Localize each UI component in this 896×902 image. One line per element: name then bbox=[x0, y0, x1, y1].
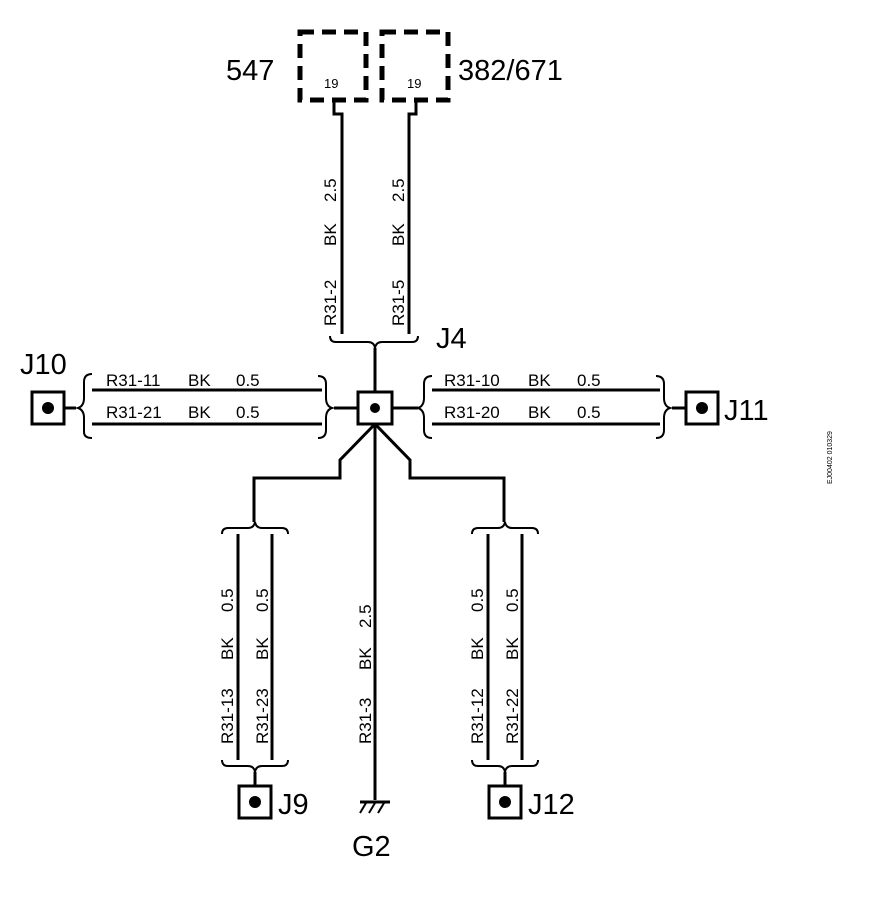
bl-1-circuit: R31-13 bbox=[218, 688, 237, 744]
junction-j9-dot bbox=[249, 796, 261, 808]
bundle-brace-left-outer bbox=[74, 373, 93, 439]
top-right-color: BK bbox=[389, 223, 408, 246]
splice-label: J4 bbox=[436, 323, 467, 355]
bl-2-size: 0.5 bbox=[253, 588, 272, 612]
bc-circuit: R31-3 bbox=[356, 698, 375, 744]
top-left-circuit: R31-2 bbox=[321, 280, 340, 326]
junction-j10-dot bbox=[42, 402, 54, 414]
bundle-brace-br-top bbox=[471, 521, 539, 535]
wire-top-right bbox=[407, 100, 418, 334]
wire-top-left bbox=[332, 100, 344, 334]
br-2-circuit: R31-22 bbox=[503, 688, 522, 744]
bc-size: 2.5 bbox=[356, 604, 375, 628]
connector-547-pin: 19 bbox=[324, 76, 338, 91]
bl-1-color: BK bbox=[218, 637, 237, 660]
junction-j11-box bbox=[684, 390, 720, 426]
bc-color: BK bbox=[356, 647, 375, 670]
ground-g2-label: G2 bbox=[352, 831, 391, 863]
bundle-brace-left-inner bbox=[317, 375, 336, 439]
bl-2-color: BK bbox=[253, 637, 272, 660]
wire-fan-right bbox=[373, 422, 506, 522]
bundle-brace-right-outer bbox=[655, 375, 674, 439]
right-2-size: 0.5 bbox=[577, 403, 601, 422]
connector-382-671-pin: 19 bbox=[407, 76, 421, 91]
junction-j11-label: J11 bbox=[724, 395, 769, 427]
br-1-circuit: R31-12 bbox=[468, 688, 487, 744]
bundle-brace-right-inner bbox=[414, 375, 433, 439]
wire-fan-left bbox=[252, 422, 377, 522]
top-right-size: 2.5 bbox=[389, 178, 408, 202]
junction-j12-dot bbox=[499, 796, 511, 808]
right-1-color: BK bbox=[528, 371, 551, 390]
bundle-brace-bl-bottom bbox=[221, 759, 289, 773]
bundle-brace-br-bottom bbox=[471, 759, 539, 773]
right-1-size: 0.5 bbox=[577, 371, 601, 390]
br-2-size: 0.5 bbox=[503, 588, 522, 612]
bundle-brace-top bbox=[329, 335, 419, 349]
right-2-circuit: R31-20 bbox=[444, 403, 500, 422]
left-1-color: BK bbox=[188, 371, 211, 390]
top-left-size: 2.5 bbox=[321, 178, 340, 202]
left-2-size: 0.5 bbox=[236, 403, 260, 422]
left-1-circuit: R31-11 bbox=[106, 371, 161, 390]
connector-382-671-label: 382/671 bbox=[458, 55, 563, 87]
bl-1-size: 0.5 bbox=[218, 588, 237, 612]
junction-j9-box bbox=[237, 784, 273, 820]
right-1-circuit: R31-10 bbox=[444, 371, 500, 390]
junction-j10-label: J10 bbox=[20, 349, 67, 381]
br-1-size: 0.5 bbox=[468, 588, 487, 612]
reference-code: EJ00402 010329 bbox=[827, 431, 834, 484]
left-1-size: 0.5 bbox=[236, 371, 260, 390]
bundle-brace-bl-top bbox=[221, 521, 289, 535]
splice-j4-dot bbox=[370, 403, 380, 413]
top-right-circuit: R31-5 bbox=[389, 280, 408, 326]
connector-547-label: 547 bbox=[226, 55, 274, 87]
ground-icon bbox=[359, 800, 390, 814]
junction-j12-label: J12 bbox=[528, 789, 575, 821]
top-left-color: BK bbox=[321, 223, 340, 246]
left-2-circuit: R31-21 bbox=[106, 403, 162, 422]
bl-2-circuit: R31-23 bbox=[253, 688, 272, 744]
junction-j11-dot bbox=[696, 402, 708, 414]
left-2-color: BK bbox=[188, 403, 211, 422]
junction-j12-box bbox=[487, 784, 523, 820]
br-2-color: BK bbox=[503, 637, 522, 660]
junction-j9-label: J9 bbox=[278, 789, 309, 821]
right-2-color: BK bbox=[528, 403, 551, 422]
br-1-color: BK bbox=[468, 637, 487, 660]
